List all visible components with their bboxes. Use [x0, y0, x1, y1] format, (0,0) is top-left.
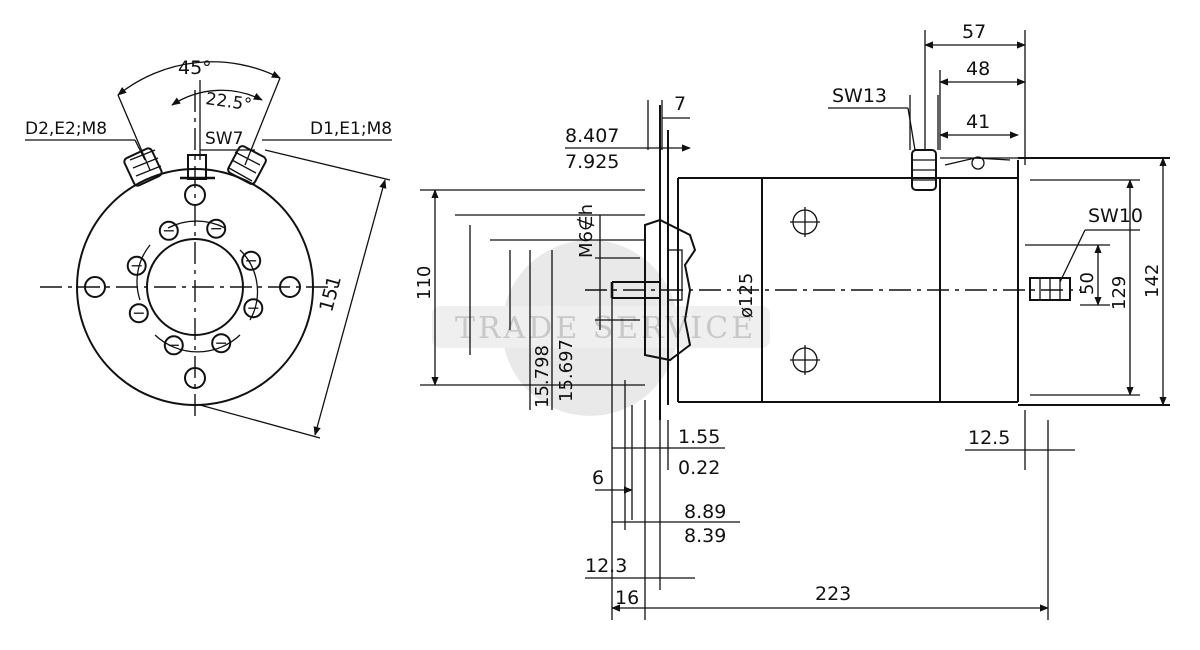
label-142: 142 — [1142, 264, 1163, 298]
bolt-hole — [128, 303, 149, 324]
bolt-hole — [241, 250, 262, 271]
dim-151-line — [313, 179, 387, 436]
dim-151-ext-top — [264, 149, 391, 181]
body-screw-bottom — [790, 345, 820, 375]
mounting-hole — [279, 276, 301, 298]
dim-151-ext-bottom — [199, 404, 321, 439]
label-8-89: 8.89 — [684, 501, 726, 523]
leader-sw10-d — [1059, 229, 1086, 283]
wrench-sw10-label: SW10 — [1088, 205, 1143, 227]
label-57: 57 — [962, 21, 986, 43]
label-48: 48 — [966, 58, 990, 80]
label-8-407: 8.407 — [565, 125, 619, 147]
watermark-text: TRADE SERVICE — [455, 311, 756, 346]
bolt-arc-right — [239, 249, 259, 321]
label-45: 45° — [178, 57, 212, 79]
arc-22-5 — [171, 89, 263, 106]
bolt-hole — [126, 255, 147, 276]
bolt-arc-left — [136, 244, 151, 301]
arc-45 — [117, 61, 281, 96]
terminal-right-stud — [227, 145, 267, 185]
label-m6: M6∉h — [576, 204, 597, 258]
mounting-hole — [184, 367, 206, 389]
body-screw-top — [790, 207, 820, 237]
wrench-sw13-label: SW13 — [832, 85, 887, 107]
label-15-798: 15.798 — [532, 345, 553, 408]
mounting-hole — [84, 276, 106, 298]
label-41: 41 — [966, 111, 990, 133]
label-15-697: 15.697 — [556, 339, 577, 402]
side-view: 57 48 41 SW13 7 8.407 7.925 110 — [414, 21, 1170, 620]
mounting-hole — [184, 184, 206, 206]
center-stud — [180, 154, 215, 180]
label-1-55: 1.55 — [678, 426, 720, 448]
label-8-39: 8.39 — [684, 525, 726, 547]
label-12-3: 12.3 — [585, 555, 627, 577]
leader-left-d — [134, 139, 146, 161]
label-50: 50 — [1077, 272, 1098, 295]
label-0-22: 0.22 — [678, 457, 720, 479]
bolt-arc-top — [167, 220, 226, 229]
label-223: 223 — [815, 583, 851, 605]
label-6: 6 — [592, 467, 604, 489]
terminal-stud-sw10 — [1029, 277, 1071, 301]
label-7-925: 7.925 — [565, 151, 619, 173]
bolt-hole — [206, 218, 227, 239]
angle-line-left — [117, 94, 151, 171]
bolt-hole — [163, 335, 184, 356]
label-129: 129 — [1109, 276, 1130, 310]
bolt-hole — [158, 220, 179, 241]
leader-sw13-d — [907, 107, 916, 151]
bolt-hole — [243, 298, 264, 319]
terminal-left-label: D2,E2;M8 — [25, 119, 107, 139]
label-12-5: 12.5 — [968, 427, 1010, 449]
label-16: 16 — [615, 587, 639, 609]
label-7: 7 — [674, 93, 686, 115]
bolt-holes — [84, 184, 301, 389]
coupling-key — [667, 249, 683, 301]
wrench-sw7-label: SW7 — [205, 129, 243, 149]
label-151: 151 — [315, 273, 346, 314]
watermark: TRADE SERVICE — [432, 240, 770, 416]
front-view: 45° 22.5° D2,E2;M8 D1,E1;M8 SW7 — [25, 57, 392, 439]
terminal-right-label: D1,E1;M8 — [310, 119, 392, 139]
label-dia-125: ø125 — [736, 273, 757, 318]
terminal-stud-sw13 — [911, 149, 1011, 191]
bolt-hole — [211, 333, 232, 354]
label-110: 110 — [414, 266, 435, 300]
